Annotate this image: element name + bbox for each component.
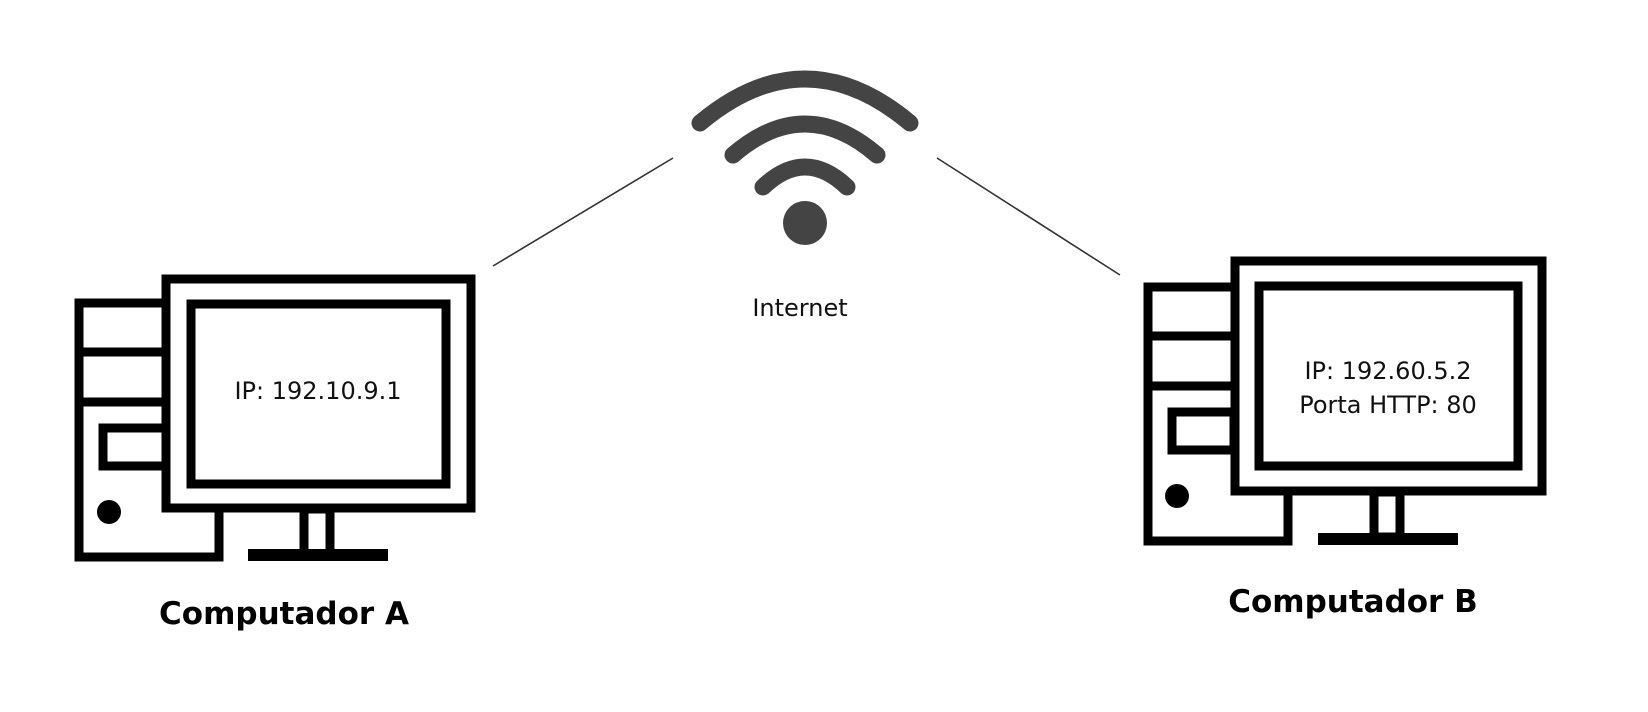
computer-name: Computador B [1228,584,1478,620]
monitor-base [1318,533,1458,545]
internet-label: Internet [752,294,847,322]
tower-power-button [1165,484,1189,508]
link-line-a [492,157,674,267]
screen-text-line: IP: 192.10.9.1 [234,377,401,405]
tower-slot [98,423,171,471]
desktop-computer-icon [1143,256,1547,546]
desktop-computer-icon [74,274,476,562]
computer-a: IP: 192.10.9.1 Computador A [74,274,476,632]
link-line-b [936,157,1121,276]
computer-b: IP: 192.60.5.2 Porta HTTP: 80 Computador… [1143,256,1547,620]
monitor-bezel [161,274,476,513]
monitor-base [248,549,388,561]
screen-text-line: Porta HTTP: 80 [1299,391,1477,419]
monitor-neck [299,504,335,559]
monitor-neck [1369,487,1405,542]
screen-text-line: IP: 192.60.5.2 [1304,357,1471,385]
wifi-arc-inner [754,158,856,196]
monitor-bezel [1230,256,1547,496]
wifi-arc-middle [724,115,886,164]
monitor-screen [1254,281,1523,471]
wifi-icon [691,70,919,245]
wifi-arc-outer [691,70,919,132]
tower-power-button [97,500,121,524]
tower-slot [1167,407,1239,455]
internet-node: Internet [691,70,919,322]
wifi-dot [783,201,827,245]
monitor-screen [186,299,451,489]
computer-name: Computador A [159,596,409,632]
